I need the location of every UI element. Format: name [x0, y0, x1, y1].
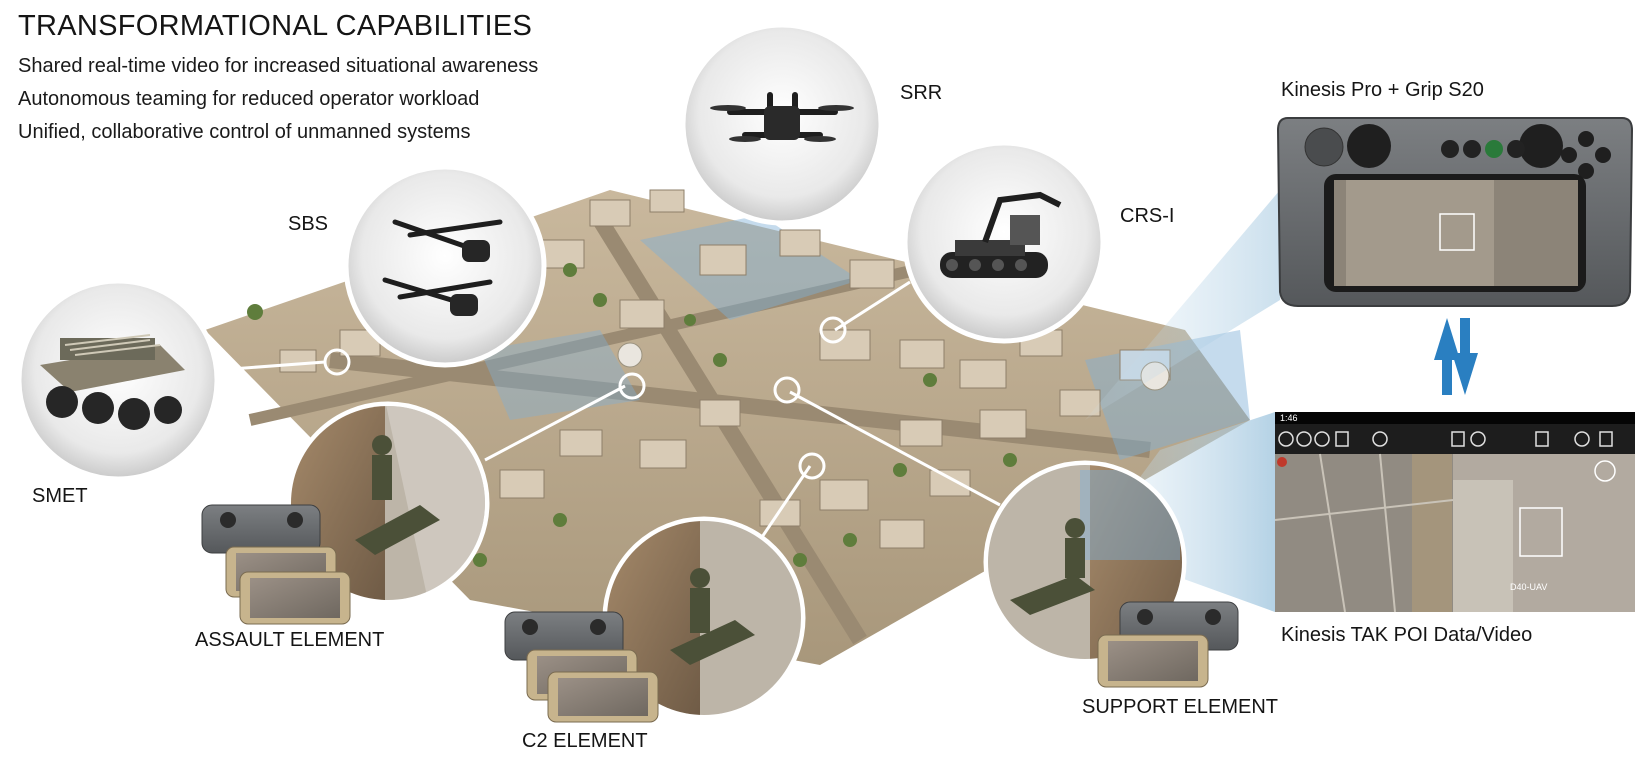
uav-tag: D40-UAV: [1510, 582, 1547, 592]
kinesis-pro-controller: [1276, 117, 1634, 307]
bullet-video: Shared real-time video for increased sit…: [18, 55, 539, 77]
label-tak: Kinesis TAK POI Data/Video: [1281, 624, 1533, 646]
assault-device-stack: [201, 504, 351, 625]
smet-vehicle-circle: [16, 278, 220, 482]
label-sbs: SBS: [288, 213, 329, 235]
label-crs-i: CRS-I: [1120, 205, 1175, 227]
marker-c2: [798, 452, 826, 480]
marker-assault: [618, 372, 646, 400]
link-beam-upper: [1085, 190, 1280, 420]
c2-device-stack: [504, 611, 659, 723]
srr-drone-circle: [680, 22, 884, 226]
label-c2-element: C2 ELEMENT: [522, 730, 648, 752]
bullet-teaming: Autonomous teaming for reduced operator …: [18, 88, 480, 110]
support-device-stack: [1097, 601, 1239, 688]
label-controller: Kinesis Pro + Grip S20: [1281, 79, 1484, 101]
nano-drone-icon: [382, 219, 503, 305]
robot-icon: [940, 191, 1062, 278]
crs-i-robot-circle: [902, 140, 1106, 344]
connector-lines: [217, 280, 1001, 541]
marker-crs-i: [819, 316, 847, 344]
soldier-icon: [355, 435, 440, 555]
location-markers: [323, 316, 847, 480]
label-assault-element: ASSAULT ELEMENT: [195, 629, 385, 651]
label-support-element: SUPPORT ELEMENT: [1082, 696, 1278, 718]
sync-arrows-icon: [1434, 318, 1478, 395]
marker-support: [773, 376, 801, 404]
sbs-drone-circle: [343, 164, 547, 368]
status-time: 1:46: [1280, 413, 1298, 423]
page-title: TRANSFORMATIONAL CAPABILITIES: [18, 10, 533, 42]
bullet-control: Unified, collaborative control of unmann…: [18, 121, 471, 143]
label-smet: SMET: [32, 485, 88, 507]
link-beam: [1090, 412, 1275, 612]
label-srr: SRR: [900, 82, 943, 104]
marker-sbs: [323, 348, 351, 376]
kinesis-tak-screen: 1:46 D40-UAV: [1274, 412, 1635, 613]
vehicle-icon: [40, 334, 185, 430]
